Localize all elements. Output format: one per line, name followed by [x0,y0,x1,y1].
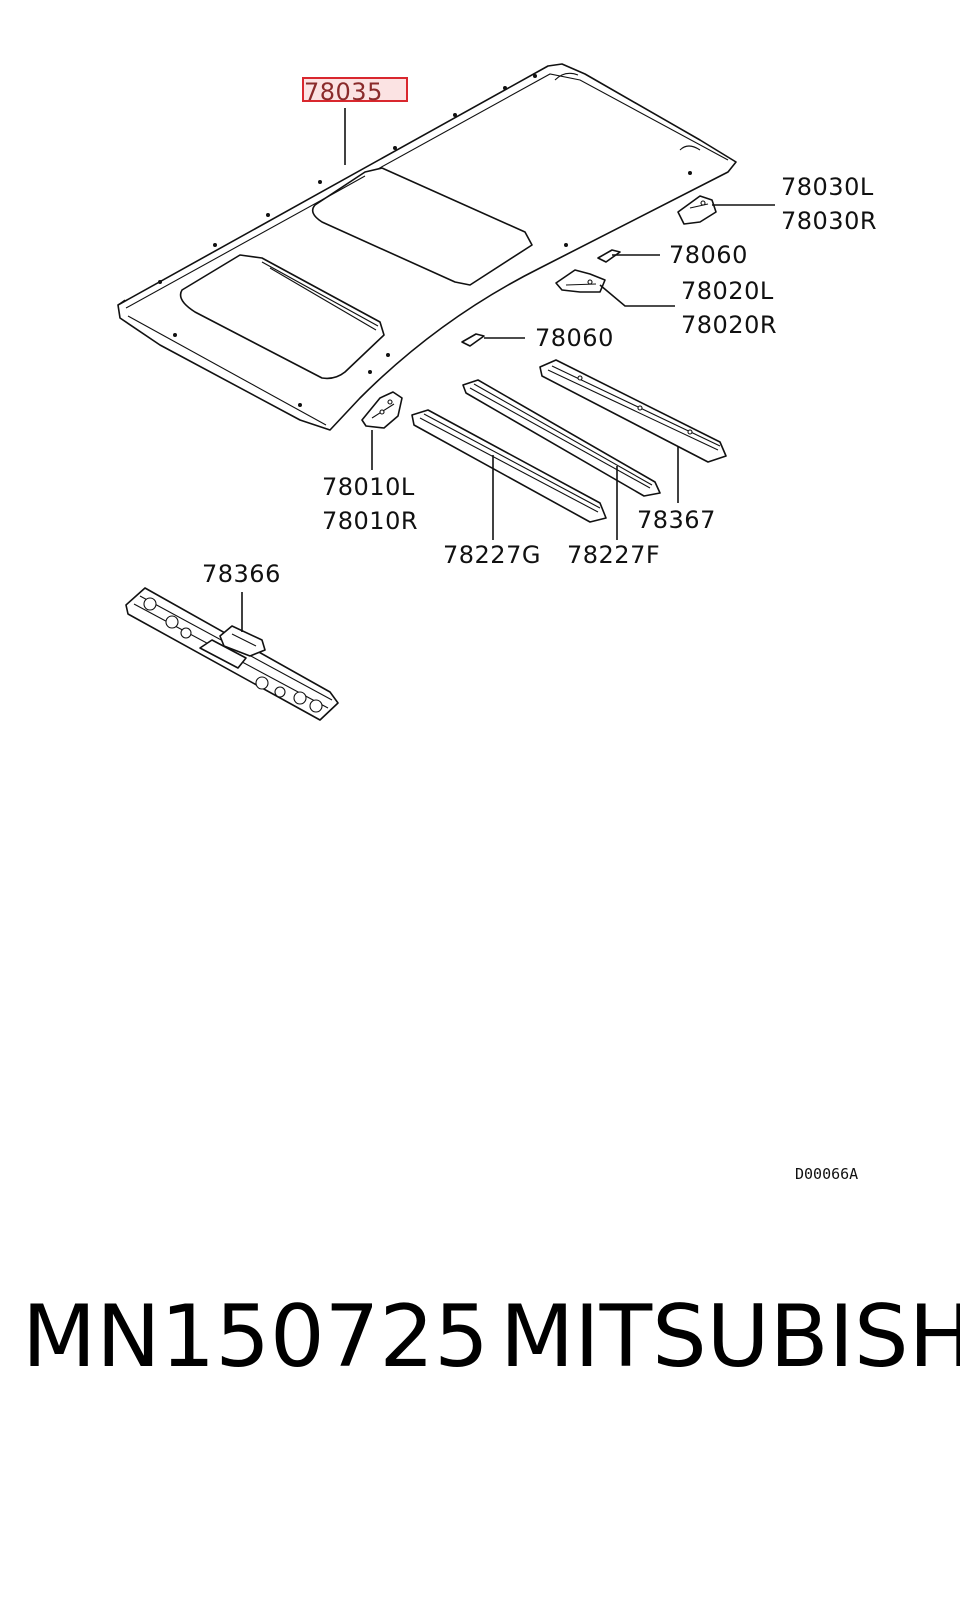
rear-bracket [677,195,717,225]
label-roof-panel: 78035 [304,78,383,106]
front-header [125,587,339,721]
label-rear-bracket-r: 78030R [781,207,877,235]
mid-bracket [555,269,606,293]
label-mid-bracket-r: 78020R [681,311,777,339]
leader-lines [241,108,775,632]
label-mid-bracket-l: 78020L [681,277,774,305]
label-clip-lower: 78060 [535,324,614,352]
clip-upper [597,249,621,263]
label-bow-g: 78227G [443,541,541,569]
caption: MN150725 MITSUBISHI [0,1282,960,1392]
rear-roof-bow [539,359,727,463]
label-front-bracket-l: 78010L [322,473,415,501]
roof-bow-f [462,379,661,497]
drawing-code: D00066A [795,1165,858,1183]
front-bracket [361,391,403,429]
caption-brand: MITSUBISHI [500,1287,960,1387]
label-rear-bracket-l: 78030L [781,173,874,201]
diagram-canvas: 78035 78030L 78030R 78060 78020L 78020R … [117,63,877,1183]
label-clip-upper: 78060 [669,241,748,269]
clip-lower [461,333,485,347]
parts-diagram: 78035 78030L 78030R 78060 78020L 78020R … [0,63,960,1392]
highlight-box [302,77,408,102]
roof-panel [117,63,737,431]
label-front-header: 78366 [202,560,281,588]
caption-part-number: MN150725 [22,1287,489,1387]
label-rear-bow: 78367 [637,506,716,534]
label-bow-f: 78227F [567,541,660,569]
roof-bow-g [411,409,607,523]
label-front-bracket-r: 78010R [322,507,418,535]
